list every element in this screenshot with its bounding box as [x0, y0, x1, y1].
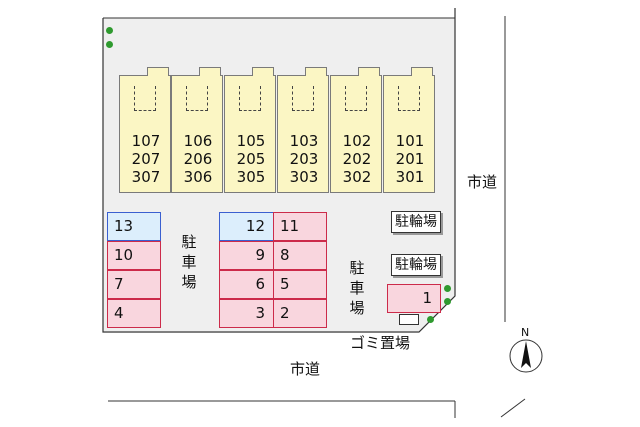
parking-space[interactable]: 2: [273, 299, 327, 328]
unit-number: 102: [342, 132, 372, 150]
tree-dot: [444, 298, 451, 305]
parking-space[interactable]: 3: [219, 299, 274, 328]
tree-dot: [427, 316, 434, 323]
unit-block: 106 206 306: [171, 75, 223, 193]
parking-space[interactable]: 9: [219, 241, 274, 270]
bicycle-parking: 駐輪場: [391, 254, 441, 276]
unit-number: 103: [289, 132, 319, 150]
unit-number: 205: [236, 150, 266, 168]
tree-dot: [106, 27, 113, 34]
unit-number: 302: [342, 168, 372, 186]
unit-number: 307: [131, 168, 161, 186]
unit-block: 107 207 307: [119, 75, 171, 193]
parking-label: 駐車場: [181, 233, 197, 291]
unit-number: 105: [236, 132, 266, 150]
parking-space[interactable]: 13: [107, 212, 161, 241]
compass-icon: [509, 339, 543, 373]
north-label: N: [521, 326, 530, 339]
unit-block: 101 201 301: [383, 75, 435, 193]
parking-space[interactable]: 5: [273, 270, 327, 299]
garbage-area-label: ゴミ置場: [350, 334, 411, 352]
unit-number: 306: [183, 168, 213, 186]
unit-number: 301: [395, 168, 425, 186]
apartment-building: 107 207 307 106 206 306 105 205 305 103 …: [119, 67, 435, 194]
garbage-box-icon: [399, 314, 419, 325]
road-east-label: 市道: [466, 173, 497, 191]
unit-number: 106: [183, 132, 213, 150]
unit-number: 202: [342, 150, 372, 168]
parking-space[interactable]: 8: [273, 241, 327, 270]
parking-space[interactable]: 12: [219, 212, 274, 241]
tree-dot: [444, 285, 451, 292]
parking-space[interactable]: 11: [273, 212, 327, 241]
unit-block: 103 203 303: [277, 75, 329, 193]
bicycle-parking: 駐輪場: [391, 211, 441, 233]
parking-label: 駐車場: [349, 259, 365, 317]
unit-number: 206: [183, 150, 213, 168]
unit-block: 105 205 305: [224, 75, 276, 193]
unit-number: 207: [131, 150, 161, 168]
unit-number: 305: [236, 168, 266, 186]
unit-number: 203: [289, 150, 319, 168]
parking-space[interactable]: 6: [219, 270, 274, 299]
unit-number: 201: [395, 150, 425, 168]
unit-number: 101: [395, 132, 425, 150]
unit-block: 102 202 302: [330, 75, 382, 193]
parking-space[interactable]: 10: [107, 241, 161, 270]
parking-space[interactable]: 7: [107, 270, 161, 299]
parking-space[interactable]: 4: [107, 299, 161, 328]
parking-space[interactable]: 1: [387, 284, 441, 313]
unit-number: 107: [131, 132, 161, 150]
road-south-label: 市道: [290, 360, 321, 378]
unit-number: 303: [289, 168, 319, 186]
tree-dot: [106, 41, 113, 48]
